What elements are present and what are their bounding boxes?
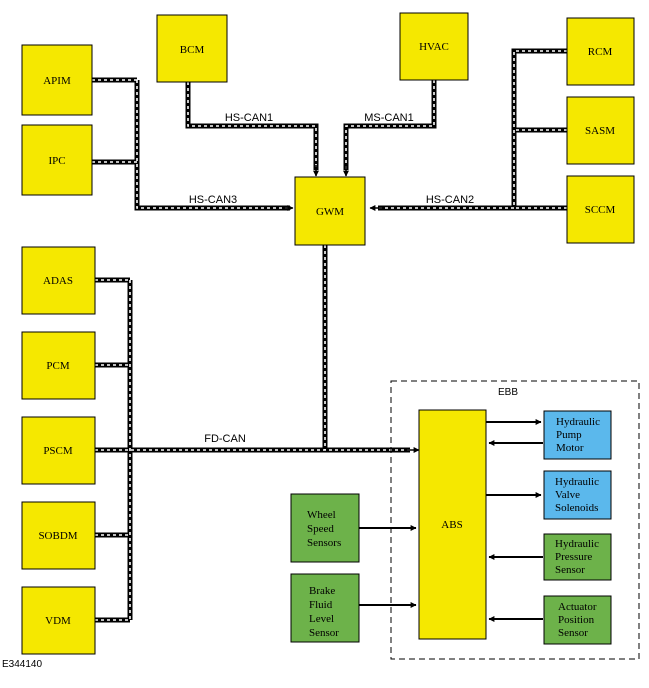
sensor-label-line: Speed [307, 523, 334, 535]
component-label-line: Actuator [558, 601, 597, 613]
module-pscm[interactable]: PSCM [21, 416, 96, 485]
hs-can3-bus [92, 77, 294, 211]
module-gwm[interactable]: GWM [294, 176, 366, 246]
component-label-line: Pump [556, 429, 582, 441]
module-sccm[interactable]: SCCM [566, 175, 635, 244]
module-label: SOBDM [38, 530, 77, 542]
signal-arrows [359, 419, 543, 622]
hs-can2-label: HS-CAN2 [426, 194, 474, 206]
module-pcm[interactable]: PCM [21, 331, 96, 400]
hydraulic-pressure-sensor-box[interactable]: Hydraulic Pressure Sensor [543, 533, 612, 581]
module-ipc[interactable]: IPC [21, 124, 93, 196]
module-apim[interactable]: APIM [21, 44, 93, 116]
sensor-label-line: Sensors [307, 537, 341, 549]
module-label: BCM [180, 44, 205, 56]
module-label: RCM [588, 46, 613, 58]
modules: APIM IPC BCM HVAC RCM SASM SCCM GWM [21, 12, 635, 655]
hs-can1-label: HS-CAN1 [225, 112, 273, 124]
component-label-line: Solenoids [555, 502, 598, 514]
hs-can1-bus [185, 82, 319, 177]
module-label: PSCM [43, 445, 73, 457]
sensor-label-line: Level [309, 613, 334, 625]
wheel-speed-sensors-box[interactable]: Wheel Speed Sensors [290, 493, 360, 563]
sensor-label-line: Wheel [307, 509, 336, 521]
component-label-line: Hydraulic [555, 538, 599, 550]
ebb-label: EBB [498, 387, 518, 398]
module-label: SCCM [585, 204, 616, 216]
module-adas[interactable]: ADAS [21, 246, 96, 315]
figure-id: E344140 [2, 659, 42, 670]
component-label-line: Motor [556, 442, 584, 454]
hydraulic-valve-solenoids-box[interactable]: Hydraulic Valve Solenoids [543, 470, 612, 520]
sensor-label-line: Fluid [309, 599, 333, 611]
component-label-line: Sensor [555, 564, 585, 576]
module-bcm[interactable]: BCM [156, 14, 228, 83]
component-label-line: Hydraulic [556, 416, 600, 428]
can-bus-lines [92, 48, 567, 623]
hs-can2-bus [369, 48, 567, 211]
module-label: ABS [441, 519, 462, 531]
module-label: VDM [45, 615, 71, 627]
component-label-line: Sensor [558, 627, 588, 639]
module-sasm[interactable]: SASM [566, 96, 635, 165]
module-sobdm[interactable]: SOBDM [21, 501, 96, 570]
module-label: PCM [46, 360, 69, 372]
actuator-position-sensor-box[interactable]: Actuator Position Sensor [543, 595, 612, 645]
module-label: APIM [43, 75, 71, 87]
fd-can-label: FD-CAN [204, 433, 246, 445]
module-label: GWM [316, 206, 344, 218]
brake-fluid-level-sensor-box[interactable]: Brake Fluid Level Sensor [290, 573, 360, 643]
component-label-line: Valve [555, 489, 580, 501]
component-label-line: Position [558, 614, 595, 626]
component-label-line: Pressure [555, 551, 592, 563]
component-label-line: Hydraulic [555, 476, 599, 488]
hydraulic-pump-motor-box[interactable]: Hydraulic Pump Motor [543, 410, 612, 460]
sensor-label-line: Brake [309, 585, 335, 597]
ms-can1-label: MS-CAN1 [364, 112, 414, 124]
module-label: HVAC [419, 41, 449, 53]
module-label: ADAS [43, 275, 73, 287]
ms-can1-bus [343, 80, 437, 177]
module-hvac[interactable]: HVAC [399, 12, 469, 81]
sensor-label-line: Sensor [309, 627, 339, 639]
module-vdm[interactable]: VDM [21, 586, 96, 655]
module-rcm[interactable]: RCM [566, 17, 635, 86]
module-label: SASM [585, 125, 615, 137]
hs-can3-label: HS-CAN3 [189, 194, 237, 206]
fd-can-bus [95, 245, 420, 623]
module-abs[interactable]: ABS [418, 409, 487, 640]
module-label: IPC [48, 155, 65, 167]
ebb-boundary [390, 380, 640, 660]
